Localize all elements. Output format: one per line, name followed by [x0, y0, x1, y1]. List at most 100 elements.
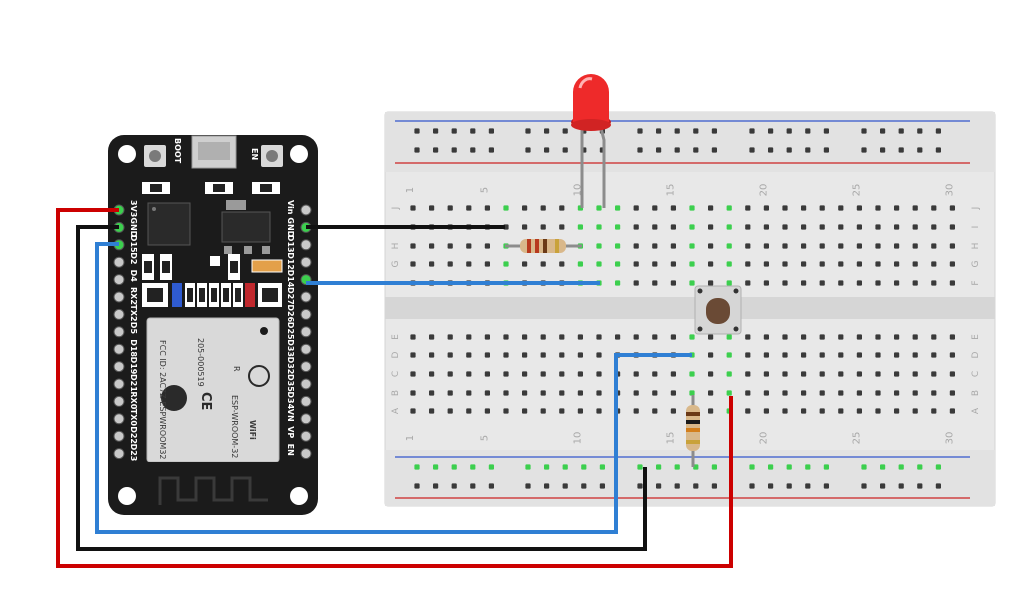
- esp32-pin: [300, 343, 312, 355]
- breadboard-hole: [633, 371, 639, 377]
- rail-hole: [414, 483, 420, 489]
- breadboard-hole: [522, 334, 528, 340]
- breadboard-hole: [894, 224, 900, 230]
- breadboard-hole: [484, 390, 490, 396]
- pin-label: D5: [129, 322, 138, 335]
- breadboard-hole: [726, 261, 732, 267]
- breadboard-hole: [615, 334, 621, 340]
- esp32-pin: [300, 395, 312, 407]
- breadboard-hole: [484, 408, 490, 414]
- breadboard-hole: [484, 352, 490, 358]
- breadboard-hole: [708, 390, 714, 396]
- breadboard-hole: [912, 205, 918, 211]
- esp32-pin: [300, 239, 312, 251]
- rail-hole: [637, 464, 643, 470]
- breadboard-hole: [894, 334, 900, 340]
- rail-hole: [786, 483, 792, 489]
- breadboard-hole: [931, 261, 937, 267]
- column-number: 10: [572, 184, 583, 197]
- espressif-logo-icon: [161, 385, 187, 411]
- rail-hole: [711, 483, 717, 489]
- pin-label: RX0: [129, 391, 138, 409]
- breadboard-hole: [875, 371, 881, 377]
- breadboard-hole: [466, 334, 472, 340]
- breadboard-hole: [410, 371, 416, 377]
- boot-button[interactable]: [144, 145, 166, 167]
- breadboard-hole: [931, 352, 937, 358]
- column-number: 30: [944, 184, 955, 197]
- breadboard-hole: [931, 408, 937, 414]
- breadboard-hole: [856, 205, 862, 211]
- breadboard-hole: [763, 224, 769, 230]
- breadboard-hole: [522, 390, 528, 396]
- row-letter: A: [971, 407, 981, 414]
- pin-label: D18: [129, 339, 138, 357]
- pin-label: D2: [129, 252, 138, 264]
- breadboard-hole: [875, 224, 881, 230]
- row-letter: H: [391, 243, 401, 250]
- breadboard-hole: [819, 224, 825, 230]
- voltage-regulator: [221, 211, 271, 243]
- pin-label: D15: [129, 235, 138, 253]
- rail-hole: [768, 147, 774, 153]
- en-button[interactable]: [261, 145, 283, 167]
- rail-hole: [637, 483, 643, 489]
- rail-hole: [525, 128, 531, 134]
- power-rail-holes: [414, 128, 941, 489]
- rail-hole: [656, 464, 662, 470]
- breadboard-hole: [689, 334, 695, 340]
- rail-hole: [674, 147, 680, 153]
- rail-hole: [562, 128, 568, 134]
- breadboard-hole: [801, 390, 807, 396]
- breadboard-hole: [615, 243, 621, 249]
- rail-hole: [637, 128, 643, 134]
- rail-hole: [768, 128, 774, 134]
- row-letter: D: [391, 351, 401, 358]
- esp32-pin: [113, 308, 125, 320]
- esp32-pin-labels: 3V3GNDD15D2D4RX2TX2D5D18D19D21RX0TX0D22D…: [129, 200, 295, 461]
- breadboard-hole: [745, 352, 751, 358]
- column-number: 1: [405, 435, 416, 441]
- rail-hole: [544, 464, 550, 470]
- breadboard-labels: 115510101515202025253030JJIIHHGGFFEEDDCC…: [391, 184, 981, 445]
- rail-hole: [898, 128, 904, 134]
- breadboard-hole: [540, 390, 546, 396]
- breadboard-hole: [429, 243, 435, 249]
- column-number: 15: [665, 432, 676, 445]
- breadboard-hole: [782, 408, 788, 414]
- breadboard-hole: [708, 224, 714, 230]
- breadboard-hole: [447, 334, 453, 340]
- breadboard-hole: [447, 261, 453, 267]
- breadboard-hole: [949, 243, 955, 249]
- row-letter: G: [971, 260, 981, 267]
- breadboard-hole: [429, 205, 435, 211]
- pin-label: D14: [286, 270, 295, 288]
- breadboard-hole: [708, 205, 714, 211]
- column-number: 20: [758, 184, 769, 197]
- breadboard-hole: [912, 371, 918, 377]
- esp32-pin: [113, 291, 125, 303]
- breadboard-hole: [856, 224, 862, 230]
- rail-hole: [525, 147, 531, 153]
- breadboard-hole: [726, 205, 732, 211]
- breadboard-hole: [652, 408, 658, 414]
- rail-hole: [711, 128, 717, 134]
- breadboard-hole: [670, 371, 676, 377]
- resistor-led: [505, 239, 582, 253]
- breadboard-hole: [912, 390, 918, 396]
- breadboard-hole: [447, 205, 453, 211]
- rail-hole: [898, 483, 904, 489]
- breadboard-hole: [838, 205, 844, 211]
- breadboard-hole: [856, 371, 862, 377]
- pin-label: D13: [286, 235, 295, 253]
- wire-black-gnd-left: [76, 225, 647, 551]
- breadboard-hole: [782, 371, 788, 377]
- rail-hole: [935, 147, 941, 153]
- esp32-pin: [113, 361, 125, 373]
- pushbutton[interactable]: [694, 285, 742, 335]
- breadboard-hole: [689, 224, 695, 230]
- breadboard-hole: [745, 205, 751, 211]
- module-fcc: FCC ID: 2AC7Z-ESPWROOM32: [158, 340, 167, 460]
- breadboard-hole: [559, 224, 565, 230]
- breadboard-hole: [819, 390, 825, 396]
